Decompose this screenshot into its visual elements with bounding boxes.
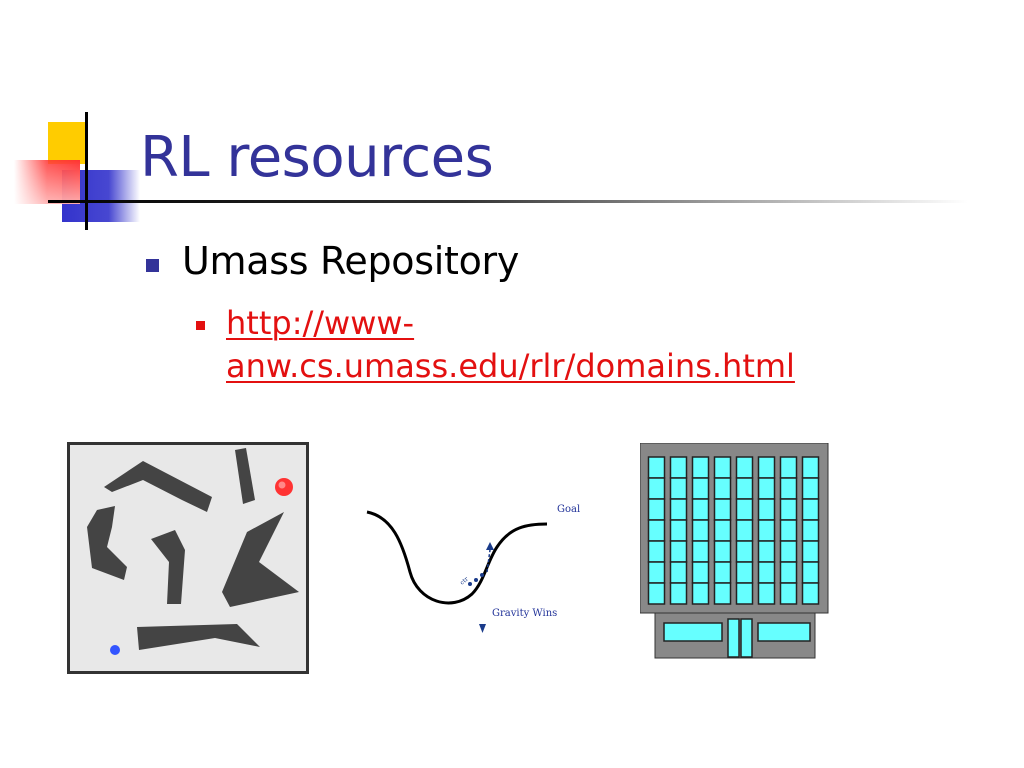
building-window	[669, 582, 688, 605]
building-window	[779, 477, 798, 500]
building-window	[779, 540, 798, 563]
link-line-2[interactable]: anw.cs.umass.edu/rlr/domains.html	[226, 347, 795, 385]
building-window	[757, 498, 776, 521]
building-window	[691, 582, 710, 605]
title-underline	[48, 200, 968, 203]
obstacle	[151, 530, 185, 604]
obstacle	[137, 624, 260, 650]
slide-title: RL resources	[140, 125, 494, 190]
building-window	[779, 561, 798, 584]
building-window	[735, 477, 754, 500]
building-window	[779, 582, 798, 605]
bullet-umass-repository: Umass Repository	[182, 239, 520, 283]
building-window	[691, 456, 710, 479]
deco-yellow-square	[48, 122, 88, 164]
corner-squares-decoration	[14, 112, 148, 230]
building-window	[735, 561, 754, 584]
building-window	[735, 540, 754, 563]
gravity-arrow-down	[479, 624, 486, 633]
building-window	[647, 477, 666, 500]
building-window	[801, 561, 820, 584]
building-window	[713, 498, 732, 521]
building-window	[713, 582, 732, 605]
building-window	[757, 477, 776, 500]
building-window	[779, 456, 798, 479]
building-window	[669, 456, 688, 479]
start-dot	[110, 645, 120, 655]
building-window	[713, 456, 732, 479]
building-window	[647, 519, 666, 542]
building-window	[647, 498, 666, 521]
building-window	[647, 540, 666, 563]
building-window	[801, 582, 820, 605]
building-window	[691, 498, 710, 521]
car-icon	[468, 573, 484, 586]
obstacle	[235, 448, 255, 504]
gravity-label: Gravity Wins	[492, 608, 557, 619]
building-window	[647, 456, 666, 479]
building-window	[691, 540, 710, 563]
building-window	[647, 582, 666, 605]
valley-curve	[366, 510, 548, 605]
goal-label: Goal	[557, 504, 580, 515]
obstacle	[222, 512, 299, 607]
square-bullet	[146, 259, 159, 272]
building-window	[713, 540, 732, 563]
building-window	[691, 519, 710, 542]
building-window	[713, 519, 732, 542]
building-window	[801, 540, 820, 563]
building-window	[801, 498, 820, 521]
building-window	[691, 477, 710, 500]
building-window	[669, 477, 688, 500]
obstacle	[104, 461, 212, 512]
building-window	[757, 582, 776, 605]
building-window	[735, 582, 754, 605]
obstacle	[87, 506, 127, 580]
building-window	[713, 561, 732, 584]
repository-link[interactable]: http://www- anw.cs.umass.edu/rlr/domains…	[226, 302, 926, 388]
building-window	[735, 498, 754, 521]
thrust-arrow-up	[486, 542, 494, 573]
building-window	[779, 519, 798, 542]
building-window	[669, 519, 688, 542]
obstacle-world-figure	[67, 442, 309, 674]
building-window	[757, 456, 776, 479]
building-figure	[640, 443, 829, 659]
link-line-1[interactable]: http://www-	[226, 304, 415, 342]
building-window	[647, 561, 666, 584]
building-window	[691, 561, 710, 584]
building-window	[669, 561, 688, 584]
deco-vertical-line	[85, 112, 88, 230]
building-window	[779, 498, 798, 521]
svg-text:ctr: ctr	[459, 576, 470, 587]
building-window	[801, 456, 820, 479]
building-window	[735, 519, 754, 542]
building-window	[757, 561, 776, 584]
square-bullet	[196, 321, 205, 330]
building-window	[735, 456, 754, 479]
building-window	[713, 477, 732, 500]
building-window	[757, 519, 776, 542]
building-window	[757, 540, 776, 563]
mountain-car-figure: Goal Gravity Wins ctr	[366, 504, 580, 633]
building-window	[801, 477, 820, 500]
building-window	[801, 519, 820, 542]
building-window	[669, 498, 688, 521]
building-window	[669, 540, 688, 563]
